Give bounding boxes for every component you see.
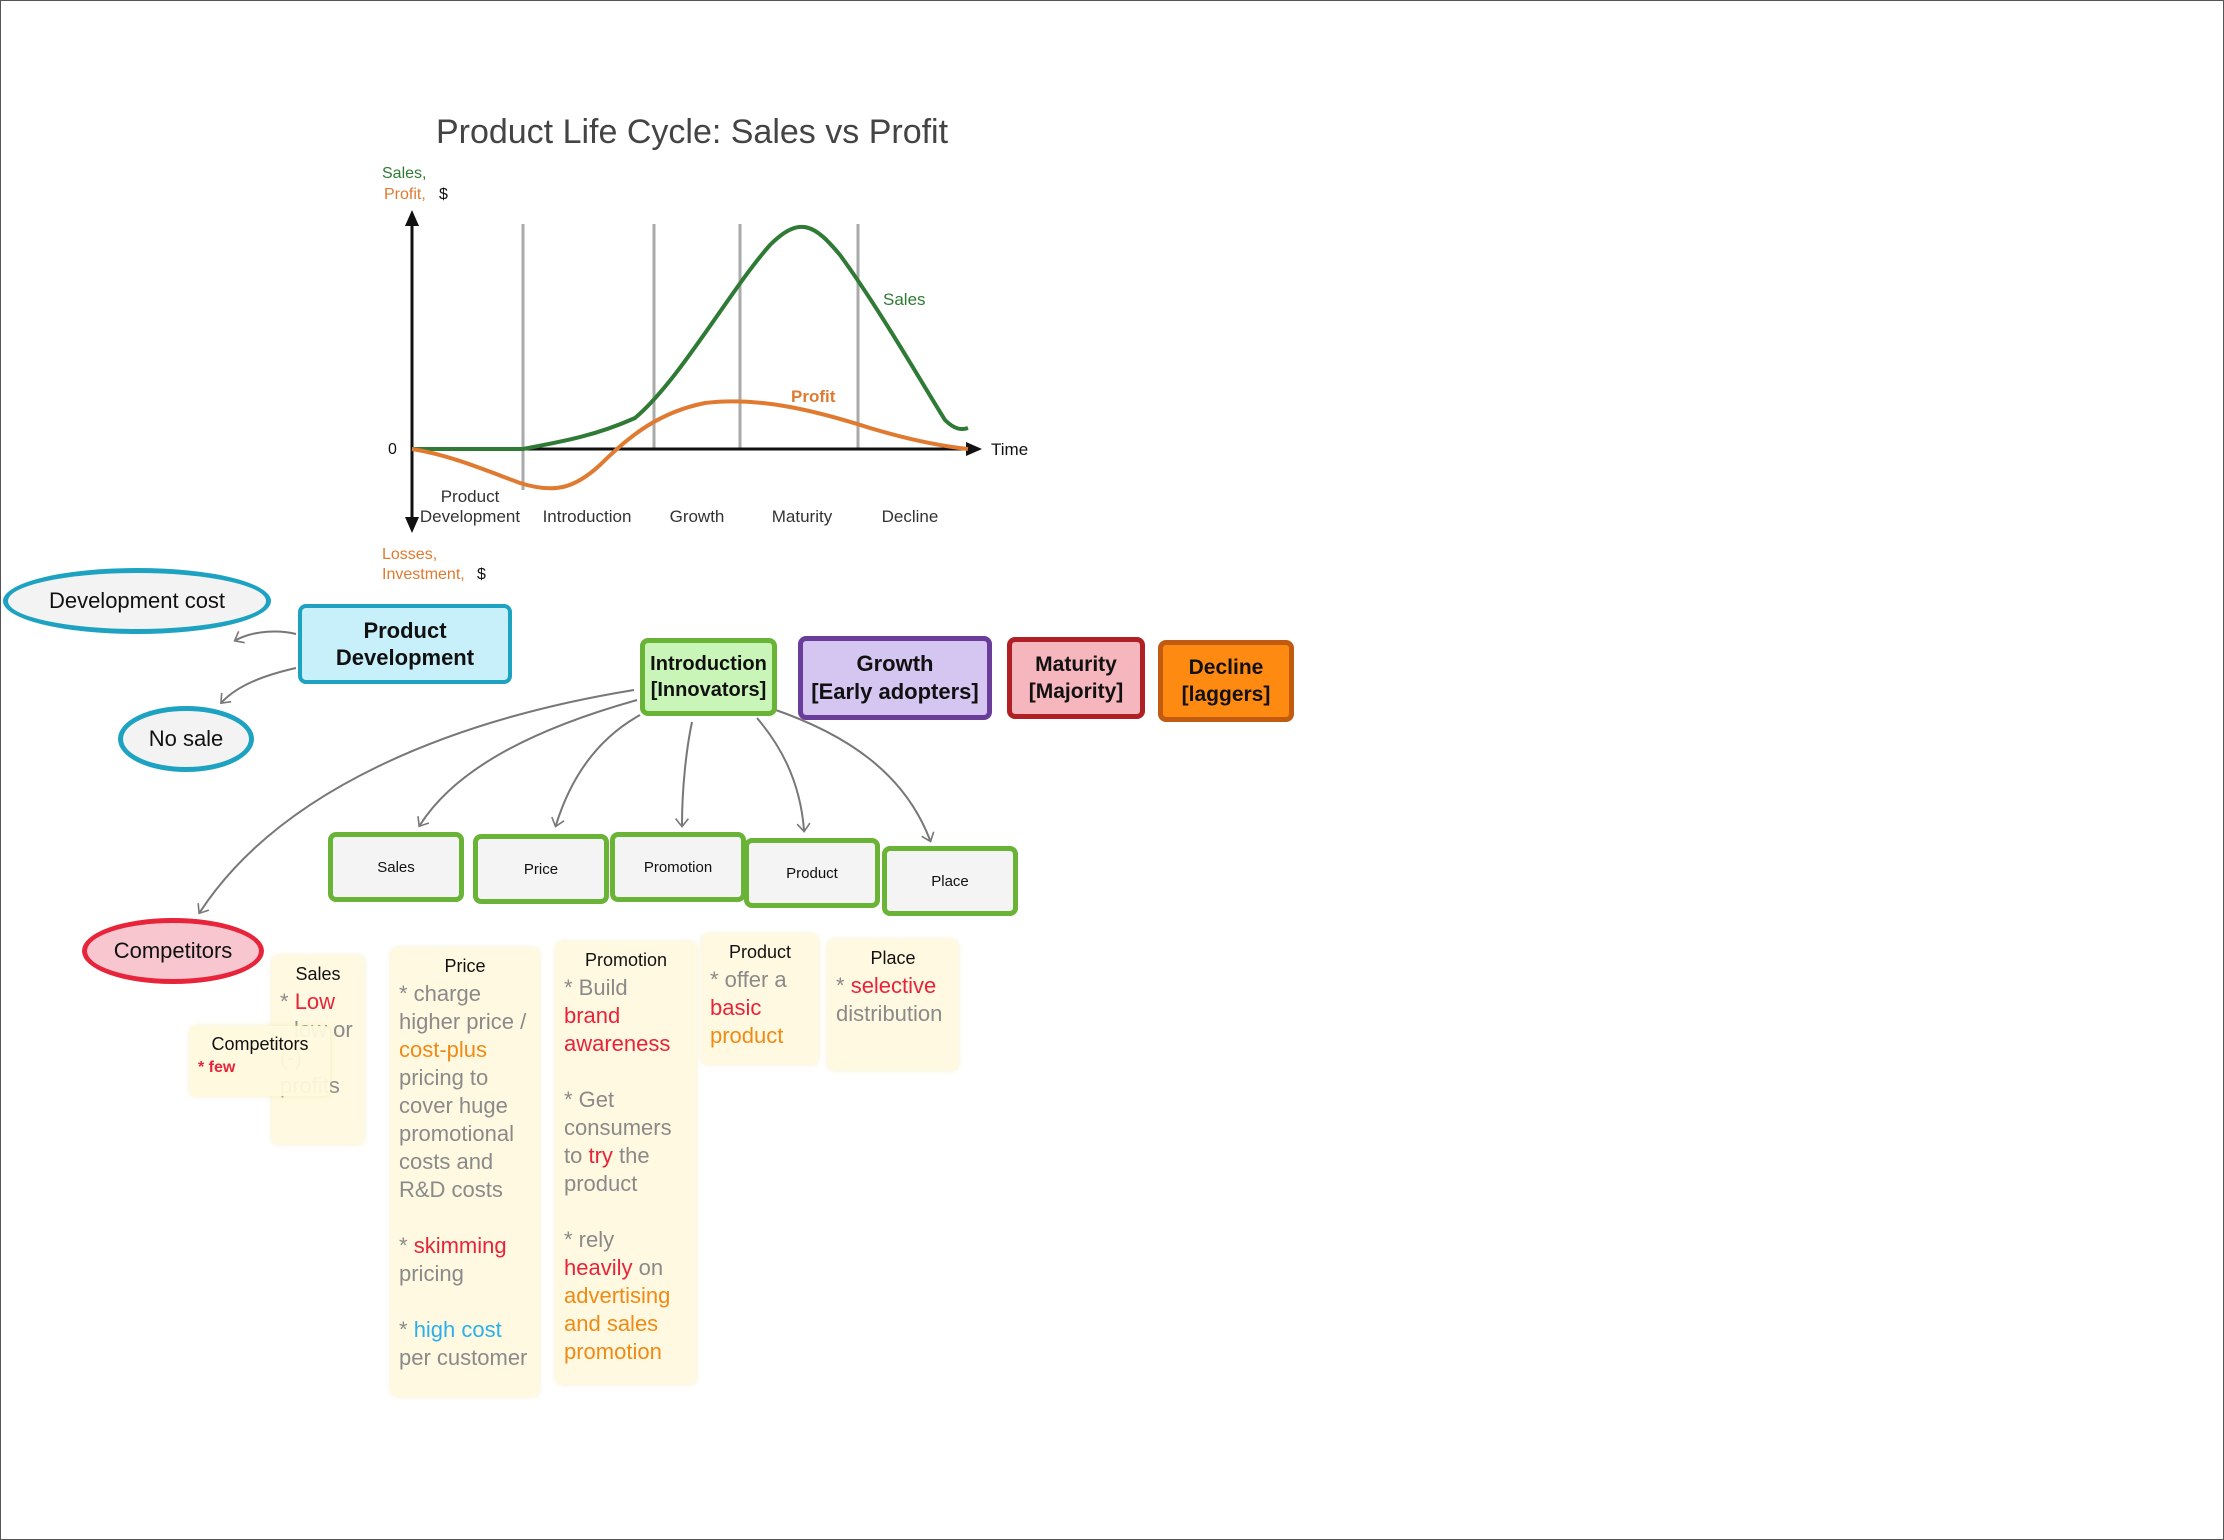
growth-node[interactable]: Growth [Early adopters] [798,636,992,720]
promotion-note: Promotion * Build brand awareness * Get … [556,942,696,1384]
product-note-basic: basic [710,995,762,1020]
promotion-note-advertising: and sales [564,1311,659,1336]
arrow-intro-to-sales [417,699,638,828]
decline-node[interactable]: Decline [laggers] [1158,640,1294,722]
price-note-line: promotional [399,1121,514,1146]
price-note-line: higher price / [399,1009,527,1034]
price-note-line: pricing to [399,1065,489,1090]
place-note-heading: Place [870,948,916,968]
product-note-product: product [710,1023,784,1048]
sales-note-line: * Low [280,989,336,1014]
arrow-pd-to-dev-cost [233,630,297,644]
stage-label-introduction: Introduction [543,507,632,526]
x-axis-label: Time [991,440,1028,459]
sales-curve [412,224,969,451]
arrow-intro-to-promotion [674,721,693,828]
price-note-line: * skimming [399,1233,507,1258]
profit-curve [411,399,969,491]
arrow-intro-to-product [756,717,811,833]
promotion-note-line: consumers [564,1115,672,1140]
product-note-line: * offer a [710,967,787,992]
y-axis-arrow-down [405,517,419,533]
promotion-note-line: heavily on [564,1255,664,1280]
product-note: Product * offer a basic product [702,934,818,1064]
place-subnode[interactable]: Place [882,846,1018,916]
y-label-sales: Sales, [382,165,426,182]
price-note-line: pricing [399,1261,464,1286]
sales-note-heading: Sales [295,964,341,984]
promotion-note-line: to try the [564,1143,650,1168]
y-axis-arrow-up [405,210,419,226]
place-note: Place * selective distribution [828,940,958,1070]
stage-label-product-development-2: Development [420,507,520,526]
promotion-note-heading: Promotion [584,950,668,970]
promotion-note-brand: brand [564,1003,621,1028]
price-note-heading: Price [444,956,486,976]
price-note: Price * charge higher price / cost-plus … [391,948,539,1396]
price-note-line: * high cost [399,1317,502,1342]
promotion-note-line: * Get [564,1087,615,1112]
y-neg-label-losses: Losses, [382,546,437,563]
promotion-note-advertising: advertising [564,1283,671,1308]
price-note-cost-plus: cost-plus [399,1037,488,1062]
y-neg-label-unit: $ [477,566,486,583]
competitors-node[interactable]: Competitors [82,918,264,984]
y-neg-label-investment: Investment, [382,566,465,583]
y-label-profit: Profit, [384,186,426,203]
no-sale-node[interactable]: No sale [118,706,254,772]
sales-curve-label: Sales [883,290,926,309]
stage-label-decline: Decline [882,507,939,526]
arrow-pd-to-no-sale [220,667,297,705]
promotion-note-line: * Build [564,975,628,1000]
competitors-note: Competitors * few [190,1026,330,1096]
price-note-line: R&D costs [399,1177,503,1202]
price-note-line: per customer [399,1345,528,1370]
promotion-subnode[interactable]: Promotion [610,832,746,902]
introduction-node[interactable]: Introduction [Innovators] [640,638,777,716]
profit-curve-label: Profit [791,387,836,406]
price-note-line: cover huge [399,1093,508,1118]
promotion-note-line: product [564,1171,638,1196]
price-note-line: costs and [399,1149,494,1174]
competitors-note-heading: Competitors [211,1034,309,1054]
life-cycle-chart: Product Life Cycle: Sales vs Profit Sale… [382,113,1028,583]
maturity-node[interactable]: Maturity [Majority] [1007,637,1145,719]
promotion-note-advertising: promotion [564,1339,662,1364]
stage-label-maturity: Maturity [772,507,833,526]
arrow-intro-to-price [551,714,641,828]
product-development-node[interactable]: Product Development [298,604,512,684]
x-axis-arrow [966,442,982,456]
arrow-intro-to-place [769,707,935,843]
competitors-note-text: * few [198,1059,236,1076]
place-note-line: * selective [836,973,937,998]
chart-title: Product Life Cycle: Sales vs Profit [436,113,949,151]
zero-label: 0 [388,441,397,458]
development-cost-node[interactable]: Development cost [3,568,271,634]
stage-label-product-development-1: Product [441,487,500,506]
promotion-note-awareness: awareness [564,1031,671,1056]
price-subnode[interactable]: Price [473,834,609,904]
sales-subnode[interactable]: Sales [328,832,464,902]
arrow-intro-to-competitors [197,689,635,915]
place-note-line: distribution [836,1001,943,1026]
stage-label-growth: Growth [670,507,725,526]
product-note-heading: Product [728,942,792,962]
y-label-unit: $ [439,186,448,203]
promotion-note-line: * rely [564,1227,615,1252]
price-note-line: * charge [399,981,481,1006]
product-subnode[interactable]: Product [744,838,880,908]
